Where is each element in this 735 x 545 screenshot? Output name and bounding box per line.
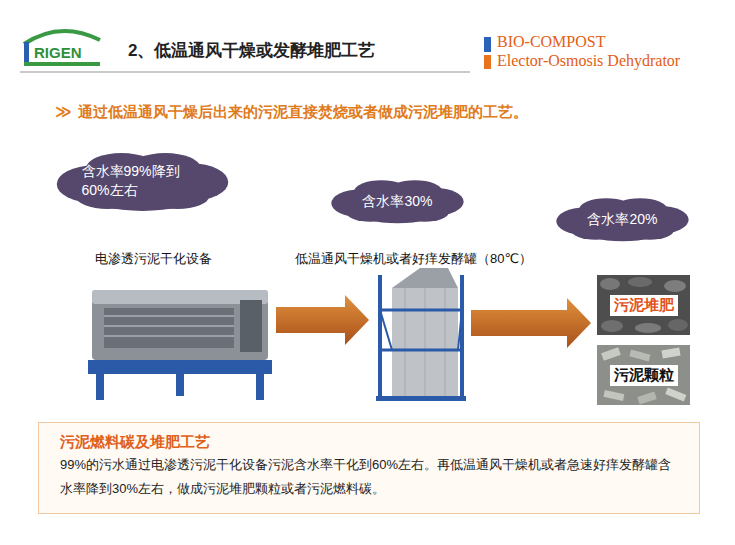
photo-lump (600, 278, 620, 290)
flow-arrow (471, 298, 591, 348)
compost-photo (597, 275, 690, 335)
cloud-shape (55, 150, 230, 212)
tower-brace (380, 310, 392, 350)
machine-frame (88, 360, 272, 374)
photo-lump (664, 280, 686, 292)
moisture-value: 含水率20% (587, 210, 657, 229)
tower-roof (392, 268, 458, 288)
photo-ground (597, 275, 690, 335)
photo-pellet (603, 390, 624, 401)
cloud-lobe (146, 184, 209, 209)
photo-pellet (665, 387, 686, 401)
equipment-figure: 低温通风干燥机或者好痒发酵罐（80℃） (375, 250, 465, 402)
header-bar-orange (484, 55, 491, 69)
header-bar-blue (484, 37, 491, 52)
tower-seam (425, 288, 426, 398)
note-box: 污泥燃料碳及堆肥工艺99%的污水通过电渗透污泥干化设备污泥含水率干化到60%左右… (38, 422, 700, 514)
photo-lump (668, 319, 688, 331)
photo-lump (628, 277, 652, 287)
logo-base (24, 62, 100, 66)
machine-slat (104, 335, 234, 337)
logo-bar (24, 42, 29, 64)
photo-pellet (601, 347, 621, 361)
photo-caption: 污泥颗粒 (610, 365, 678, 386)
logo-text: RIGEN (34, 44, 82, 61)
equipment-name: 低温通风干燥机或者好痒发酵罐（80℃） (295, 250, 532, 268)
machine-leg (176, 374, 184, 396)
machine-slat (104, 315, 234, 317)
machine-motor (240, 300, 262, 352)
logo-arc (24, 31, 100, 44)
dehydrator-machine (88, 290, 272, 400)
product-photo: 污泥堆肥 (597, 275, 690, 335)
subtitle: 通过低温通风干燥后出来的污泥直接焚烧或者做成污泥堆肥的工艺。 (78, 103, 528, 122)
equipment-name: 电渗透污泥干化设备 (95, 250, 212, 268)
bullet-symbol: ≫ (55, 102, 72, 121)
pellet-photo (597, 345, 690, 405)
product-photo: 污泥颗粒 (597, 345, 690, 405)
moisture-value: 含水率99%降到60%左右 (82, 162, 204, 200)
cloud-callout: 含水率99%降到60%左右 (55, 150, 230, 212)
dryer-tower (376, 268, 466, 401)
tower-seam (445, 288, 446, 398)
tower-frame (460, 275, 464, 400)
equipment-figure: 电渗透污泥干化设备 (85, 250, 270, 402)
machine-leg (96, 374, 104, 400)
photo-pellet (637, 391, 657, 404)
header-english: Elector-Osmosis Dehydrator (497, 52, 680, 70)
photo-caption: 污泥堆肥 (610, 295, 678, 316)
tower-base (376, 396, 466, 401)
photo-ground (597, 345, 690, 405)
photo-pellet (661, 347, 680, 358)
cloud-callout: 含水率20% (555, 196, 690, 242)
slide-title: 2、低温通风干燥或发酵堆肥工艺 (128, 39, 375, 62)
tower-frame (378, 275, 382, 400)
machine-body (92, 290, 268, 360)
note-heading: 污泥燃料碳及堆肥工艺 (60, 431, 679, 453)
note-body: 99%的污水通过电渗透污泥干化设备污泥含水率干化到60%左右。再低温通风干燥机或… (60, 453, 679, 501)
photo-lump (635, 323, 661, 333)
header-rule (20, 71, 470, 73)
moisture-value: 含水率30% (362, 192, 432, 211)
tower-seam (405, 288, 406, 398)
tower-brace (458, 310, 462, 350)
machine-belt (104, 308, 234, 348)
cloud-callout: 含水率30% (330, 178, 465, 224)
machine-leg (256, 374, 264, 400)
tower-frame (380, 309, 462, 312)
machine-slat (104, 325, 234, 327)
flow-arrow (276, 295, 369, 345)
header-english: BIO-COMPOST (497, 33, 605, 51)
photo-pellet (629, 350, 650, 362)
tower-silo (392, 288, 458, 398)
photo-lump (601, 320, 623, 332)
